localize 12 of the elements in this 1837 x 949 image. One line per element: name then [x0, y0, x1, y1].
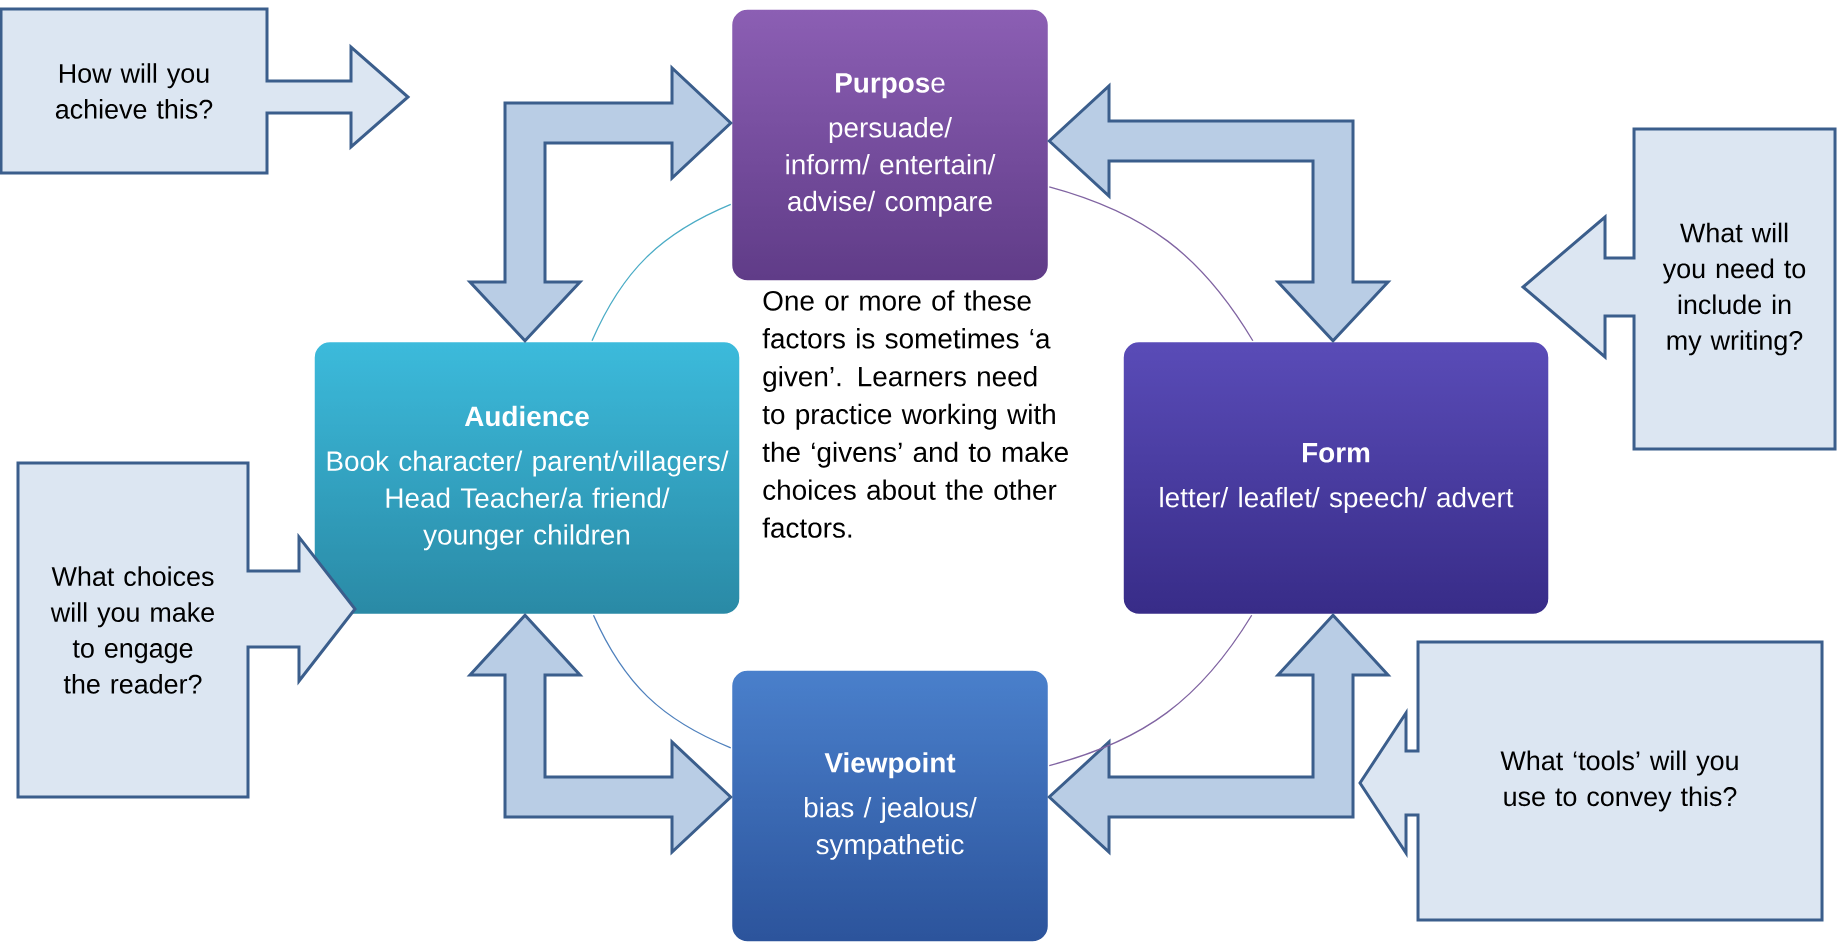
- connector-arc: [1048, 186, 1254, 342]
- callout-arrow-box: What ‘tools’ will you use to convey this?: [1358, 640, 1824, 922]
- factor-box: Audience Book character/ parent/villagers/ Head Teacher/a friend/ younger children: [313, 340, 741, 616]
- callout-arrow-box: How will you achieve this?: [0, 7, 411, 175]
- connector-arc: [592, 614, 732, 749]
- note-text: One or more of these factors is sometimes ‘a given’. Learners need to practice working with the ‘givens’ and to make choices about the other factors.: [762, 290, 1068, 538]
- factor-box: Purpose persuade/ inform/ entertain/ advise/ compare: [730, 8, 1050, 282]
- connector-arc: [591, 203, 732, 342]
- factor-box: Form letter/ leaflet/ speech/ advert: [1122, 340, 1550, 616]
- factor-box: Viewpoint bias / jealous/ sympathetic: [730, 669, 1050, 943]
- callout-arrow-box: What will you need to include in my writing?: [1520, 127, 1837, 451]
- connector-arc: [1048, 614, 1253, 767]
